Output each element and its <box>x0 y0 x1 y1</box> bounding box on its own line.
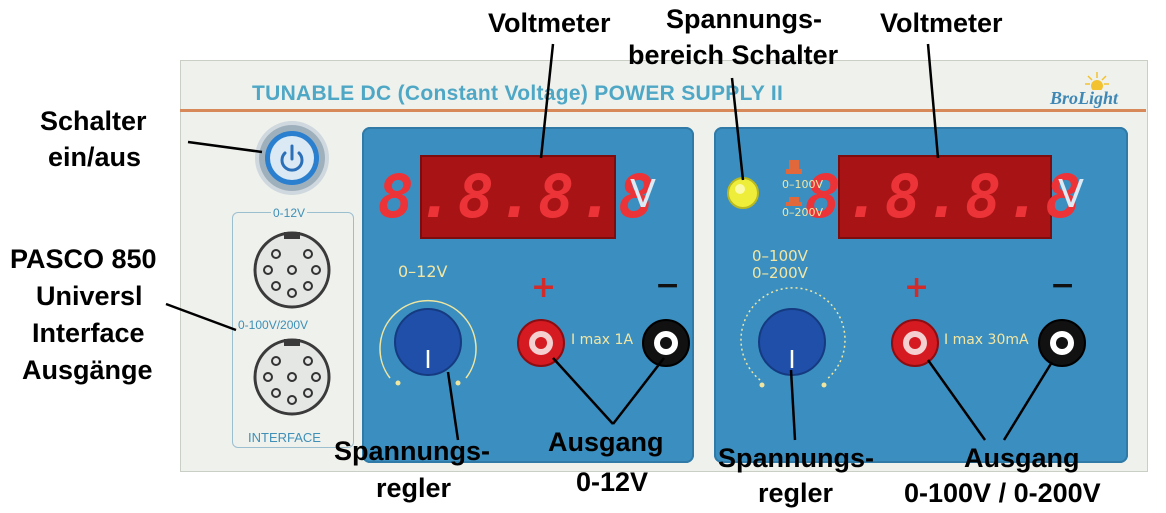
voltage-knob-left[interactable] <box>379 299 477 386</box>
leader-out-right-plus <box>926 359 987 441</box>
leader-voltmeter-right <box>926 43 940 159</box>
display-digits: 8.8.8.8 <box>377 162 659 232</box>
range-label: 0–12V <box>398 262 448 281</box>
voltmeter-display-right: 8.8.8.8 <box>804 155 1086 239</box>
voltmeter-display-left: 8.8.8.8 <box>377 155 659 239</box>
din-connector-bottom <box>253 338 331 416</box>
range-switch[interactable] <box>727 177 759 209</box>
leader-out-left-minus <box>612 357 665 425</box>
switch-down-indicator-icon <box>786 197 802 206</box>
interface-label: INTERFACE <box>246 430 323 445</box>
leader-regler-left <box>446 371 460 441</box>
leader-interface <box>165 302 237 332</box>
interface-label: 0-100V/200V <box>236 318 311 332</box>
annotation-power-switch-line1: Schalter <box>40 106 147 136</box>
switch-up-indicator-icon <box>786 160 802 174</box>
sun-logo-icon <box>1085 72 1109 90</box>
brand-logo: BroLight <box>1050 88 1119 108</box>
annotation-regler-right-line1: Spannungs- <box>718 443 874 473</box>
annotation-pasco-line1: PASCO 850 <box>10 244 157 274</box>
annotation-power-switch-line2: ein/aus <box>48 142 142 172</box>
annotation-regler-left-line2: regler <box>376 473 452 503</box>
unit-label: V <box>1058 172 1084 216</box>
switch-position-label: 0–100V <box>782 178 824 191</box>
plus-sign: + <box>904 270 930 305</box>
device-title: TUNABLE DC (Constant Voltage) POWER SUPP… <box>252 82 784 105</box>
range-label: 0–100V <box>752 247 808 265</box>
power-icon <box>280 144 304 172</box>
annotation-pasco-line2: Universl <box>36 281 143 311</box>
unit-label: V <box>630 172 656 216</box>
annotation-output-right-line2: 0-100V / 0-200V <box>904 478 1101 508</box>
annotation-pasco-line4: Ausgänge <box>22 355 153 385</box>
minus-sign: − <box>1050 268 1076 303</box>
annotation-range-switch-line1: Spannungs- <box>666 4 822 34</box>
leader-regler-right <box>789 369 797 441</box>
leader-lines <box>165 43 1054 441</box>
interface-label: 0-12V <box>271 206 308 220</box>
plus-sign: + <box>531 270 557 305</box>
annotation-range-switch-line2: bereich Schalter <box>628 40 839 70</box>
negative-terminal-left[interactable] <box>642 319 690 367</box>
display-digits: 8.8.8.8 <box>804 162 1086 232</box>
voltage-knob-right[interactable] <box>740 287 846 388</box>
leader-out-right-minus <box>1002 361 1054 441</box>
range-label: 0–200V <box>752 264 808 282</box>
annotation-output-left-line1: Ausgang <box>548 427 664 457</box>
annotation-regler-right-line2: regler <box>758 478 834 508</box>
title-divider <box>180 109 1146 112</box>
leader-power-switch <box>187 140 263 154</box>
annotation-voltmeter-left: Voltmeter <box>488 8 611 38</box>
annotation-pasco-line3: Interface <box>32 318 145 348</box>
negative-terminal-right[interactable] <box>1038 319 1086 367</box>
annotation-regler-left-line1: Spannungs- <box>334 436 490 466</box>
minus-sign: − <box>655 268 681 303</box>
annotation-output-left-line2: 0-12V <box>576 467 649 497</box>
annotation-output-right-line1: Ausgang <box>964 443 1080 473</box>
leader-out-left-plus <box>552 357 614 425</box>
leader-voltmeter-left <box>539 43 555 159</box>
leader-range-switch <box>730 77 745 181</box>
positive-terminal-left[interactable] <box>517 319 565 367</box>
din-connector-top <box>253 231 331 309</box>
current-limit-label: I max 30mA <box>944 332 1029 348</box>
current-limit-label: I max 1A <box>571 332 634 348</box>
annotation-voltmeter-right: Voltmeter <box>880 8 1003 38</box>
switch-position-label: 0–200V <box>782 206 824 219</box>
positive-terminal-right[interactable] <box>891 319 939 367</box>
